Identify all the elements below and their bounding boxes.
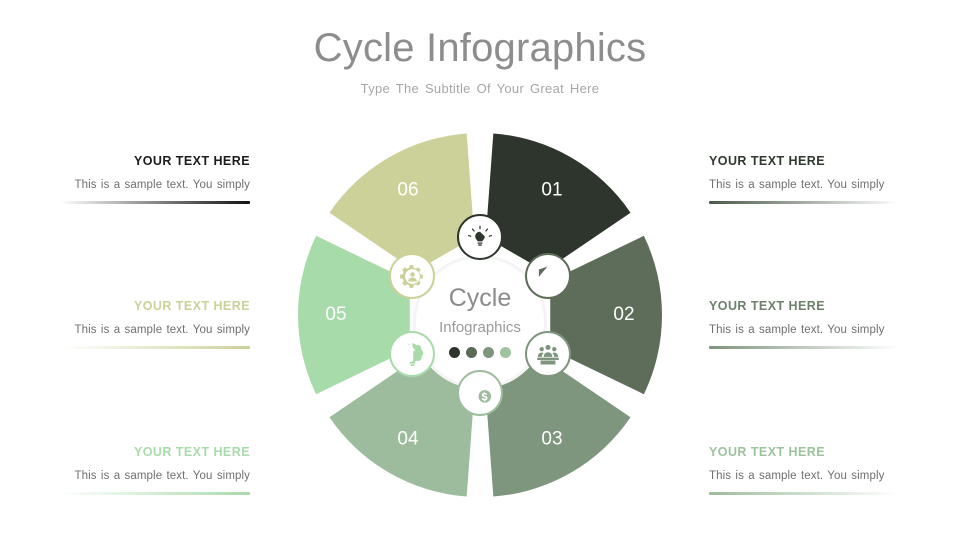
hub-dots [449,347,511,358]
cycle-hub: Cycle Infographics [416,258,544,386]
accent-rule [60,492,250,496]
wheel-segment-number: 02 [613,304,634,325]
wheel-segment-03[interactable] [485,358,631,497]
hub-dot-2 [466,347,477,358]
badge-shield-person[interactable] [524,253,571,299]
wheel-segment-number: 03 [541,429,562,450]
text-block-left-1[interactable]: YOUR TEXT HERE This is a sample text. Yo… [60,154,250,205]
page-subtitle: Type The Subtitle Of Your Great Here [360,81,600,96]
badge-pin-dollar[interactable] [457,370,503,416]
accent-rule [60,346,250,350]
wheel-segment-number: 06 [397,179,418,200]
badge-brain-arrow[interactable] [389,331,436,377]
header: Cycle Infographics Type The Subtitle Of … [0,0,960,96]
wheel-segment-number: 04 [397,429,419,450]
wheel-segment-number: 05 [325,304,346,325]
wheel-segment-01[interactable] [485,133,631,272]
hub-dot-4 [500,347,511,358]
hub-subtitle: Infographics [439,319,521,336]
wheel-segment-06[interactable] [329,133,475,272]
shield-person-icon [536,265,559,288]
lightbulb-icon [468,225,492,249]
text-block-body: This is a sample text. You simply [74,323,250,336]
text-block-heading: YOUR TEXT HERE [133,445,250,459]
text-block-right-2[interactable]: YOUR TEXT HERE This is a sample text. Yo… [709,299,899,350]
hub-title: Cycle [448,284,512,312]
accent-rule [709,492,899,496]
badge-gear-person[interactable] [389,253,436,299]
text-block-left-3[interactable]: YOUR TEXT HERE This is a sample text. Yo… [60,445,250,496]
accent-rule [709,201,899,205]
cycle-wheel: 01 02 03 04 05 06 [298,133,662,497]
text-block-body: This is a sample text. You simply [709,469,885,482]
hub-dot-3 [483,347,494,358]
text-block-heading: YOUR TEXT HERE [133,299,250,313]
text-block-body: This is a sample text. You simply [709,178,885,191]
text-block-body: This is a sample text. You simply [74,178,250,191]
brain-arrow-icon [400,342,425,367]
text-block-right-1[interactable]: YOUR TEXT HERE This is a sample text. Yo… [709,154,899,205]
page-title: Cycle Infographics [313,26,647,70]
text-block-heading: YOUR TEXT HERE [709,445,826,459]
cycle-wheel-svg: 01 02 03 04 05 06 [298,133,662,497]
team-desk-icon [536,342,560,366]
hub-dot-1 [449,347,460,358]
text-block-body: This is a sample text. You simply [709,323,885,336]
text-block-right-3[interactable]: YOUR TEXT HERE This is a sample text. Yo… [709,445,899,496]
pin-dollar-icon [468,381,492,405]
text-block-left-2[interactable]: YOUR TEXT HERE This is a sample text. Yo… [60,299,250,350]
wheel-segment-05[interactable] [298,235,410,395]
wheel-segment-04[interactable] [329,358,475,497]
text-block-heading: YOUR TEXT HERE [133,154,250,168]
wheel-segment-02[interactable] [550,235,662,395]
badge-team-desk[interactable] [524,331,571,377]
text-block-heading: YOUR TEXT HERE [709,154,826,168]
text-block-body: This is a sample text. You simply [74,469,250,482]
accent-rule [60,201,250,205]
wheel-segment-number: 01 [541,179,562,200]
badge-lightbulb[interactable] [457,214,503,260]
accent-rule [709,346,899,350]
gear-person-icon [399,264,425,289]
text-block-heading: YOUR TEXT HERE [709,299,826,313]
